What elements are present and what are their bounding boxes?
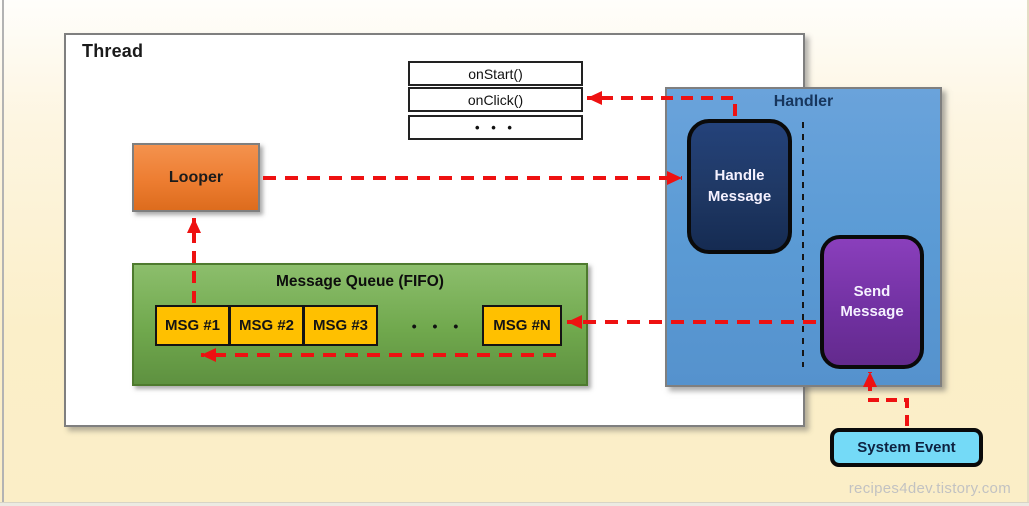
- canvas-left-border: [2, 0, 4, 506]
- msg-slot-n: MSG #N: [482, 305, 562, 346]
- canvas-right-border: [1027, 0, 1029, 506]
- queue-ellipsis: • • •: [411, 317, 465, 334]
- handler-label: Handler: [773, 93, 834, 110]
- msg-slot-1: MSG #1: [155, 305, 230, 346]
- msg-slot-3: MSG #3: [303, 305, 378, 346]
- message-queue: Message Queue (FIFO) MSG #1 MSG #2 MSG #…: [132, 263, 588, 386]
- message-queue-title: Message Queue (FIFO): [276, 273, 444, 290]
- handler-container: Handler Handle Message Send Message: [665, 87, 942, 387]
- send-message-node: Send Message: [820, 235, 924, 369]
- callback-row-ellipsis: • • •: [408, 115, 583, 140]
- callback-row-onclick: onClick(): [408, 87, 583, 112]
- msg-slot-2: MSG #2: [229, 305, 304, 346]
- thread-label: Thread: [82, 41, 144, 61]
- looper-node: Looper: [132, 143, 260, 212]
- system-event-node: System Event: [830, 428, 983, 467]
- callback-row-onstart: onStart(): [408, 61, 583, 86]
- canvas-bottom-border: [0, 502, 1029, 506]
- watermark-text: recipes4dev.tistory.com: [848, 480, 1011, 497]
- handle-message-node: Handle Message: [687, 119, 792, 254]
- callback-list: onStart() onClick() • • •: [408, 61, 583, 141]
